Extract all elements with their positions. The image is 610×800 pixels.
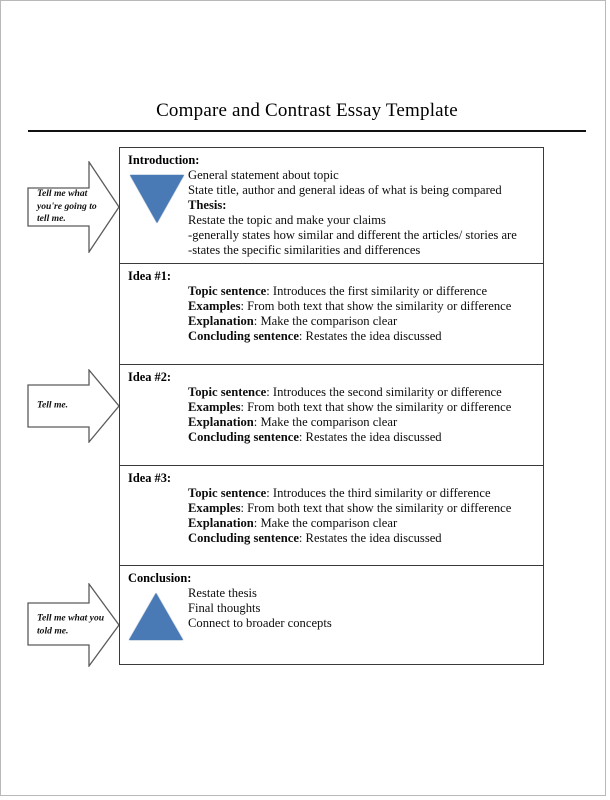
idea-item: Concluding sentence: Restates the idea d… [188, 430, 537, 445]
introduction-line: State title, author and general ideas of… [188, 182, 502, 197]
idea-item-label: Topic sentence [188, 283, 267, 298]
introduction-line: General statement about topic [188, 167, 339, 182]
idea-item-label: Examples [188, 399, 241, 414]
idea-item: Examples: From both text that show the s… [188, 501, 537, 516]
section-idea-3: Idea #3: Topic sentence: Introduces the … [120, 466, 543, 566]
idea-item-label: Explanation [188, 313, 254, 328]
conclusion-line: Restate thesis [188, 585, 257, 600]
idea-3-body: Topic sentence: Introduces the third sim… [188, 486, 537, 546]
section-idea-2: Idea #2: Topic sentence: Introduces the … [120, 365, 543, 466]
arrow-shape [27, 161, 120, 253]
idea-item-label: Explanation [188, 414, 254, 429]
idea-item: Explanation: Make the comparison clear [188, 516, 537, 531]
idea-item-text: : Restates the idea discussed [298, 429, 442, 444]
idea-item-label: Topic sentence [188, 384, 267, 399]
conclusion-line: Connect to broader concepts [188, 615, 332, 630]
idea-item: Concluding sentence: Restates the idea d… [188, 531, 537, 546]
section-idea-1: Idea #1: Topic sentence: Introduces the … [120, 264, 543, 365]
section-heading-idea-2: Idea #2: [128, 370, 172, 384]
idea-item-label: Concluding sentence [188, 530, 299, 545]
essay-template-table: Introduction: General statement about to… [119, 147, 544, 665]
idea-item-label: Examples [188, 298, 241, 313]
idea-item-text: : Restates the idea discussed [298, 328, 442, 343]
thesis-line: -generally states how similar and differ… [188, 228, 517, 243]
idea-item-label: Explanation [188, 515, 254, 530]
idea-2-body: Topic sentence: Introduces the second si… [188, 385, 537, 445]
conclusion-line: Final thoughts [188, 600, 261, 615]
callout-text: Tell me what you're going to tell me. [37, 188, 97, 225]
idea-item: Topic sentence: Introduces the first sim… [188, 284, 537, 299]
callout-text: Tell me what you told me. [37, 612, 105, 636]
idea-item: Explanation: Make the comparison clear [188, 314, 537, 329]
page-title: Compare and Contrast Essay Template [156, 100, 458, 121]
title-block: Compare and Contrast Essay Template [28, 100, 586, 132]
triangle-up-icon [129, 593, 183, 640]
section-heading-idea-1: Idea #1: [128, 269, 172, 283]
idea-item-label: Concluding sentence [188, 429, 299, 444]
arrow-shape [27, 369, 120, 443]
idea-item-text: : Introduces the third similarity or dif… [266, 485, 491, 500]
thesis-heading: Thesis: [188, 197, 227, 212]
idea-item-text: : Introduces the second similarity or di… [266, 384, 502, 399]
title-divider [28, 129, 586, 132]
section-heading-conclusion: Conclusion: [128, 571, 192, 585]
idea-item: Examples: From both text that show the s… [188, 299, 537, 314]
thesis-line: -states the specific similarities and di… [188, 243, 421, 258]
triangle-down-icon [130, 175, 184, 223]
callout-text: Tell me. [37, 399, 69, 411]
idea-item-label: Topic sentence [188, 485, 267, 500]
idea-item-text: : From both text that show the similarit… [240, 399, 512, 414]
idea-item-text: : Restates the idea discussed [298, 530, 442, 545]
idea-item-label: Concluding sentence [188, 328, 299, 343]
idea-1-body: Topic sentence: Introduces the first sim… [188, 284, 537, 344]
section-heading-idea-3: Idea #3: [128, 471, 172, 485]
thesis-line: Restate the topic and make your claims [188, 212, 386, 227]
idea-item: Concluding sentence: Restates the idea d… [188, 329, 537, 344]
section-introduction: Introduction: General statement about to… [120, 148, 543, 264]
callout-arrow-introduction: Tell me what you're going to tell me. [27, 161, 120, 253]
idea-item-text: : Make the comparison clear [253, 414, 398, 429]
idea-item-text: : Make the comparison clear [253, 313, 398, 328]
idea-item-text: : Introduces the first similarity or dif… [266, 283, 488, 298]
callout-arrow-conclusion: Tell me what you told me. [27, 583, 120, 667]
section-heading-introduction: Introduction: [128, 153, 200, 167]
idea-item-text: : From both text that show the similarit… [240, 298, 512, 313]
idea-item: Explanation: Make the comparison clear [188, 415, 537, 430]
idea-item: Topic sentence: Introduces the third sim… [188, 486, 537, 501]
arrow-shape [27, 583, 120, 667]
idea-item-label: Examples [188, 500, 241, 515]
callout-arrow-ideas: Tell me. [27, 369, 120, 443]
section-conclusion: Conclusion: Restate thesis Final thought… [120, 566, 543, 664]
idea-item-text: : Make the comparison clear [253, 515, 398, 530]
conclusion-body: Restate thesis Final thoughts Connect to… [188, 586, 537, 631]
introduction-body: General statement about topic State titl… [188, 168, 537, 259]
idea-item-text: : From both text that show the similarit… [240, 500, 512, 515]
idea-item: Examples: From both text that show the s… [188, 400, 537, 415]
idea-item: Topic sentence: Introduces the second si… [188, 385, 537, 400]
